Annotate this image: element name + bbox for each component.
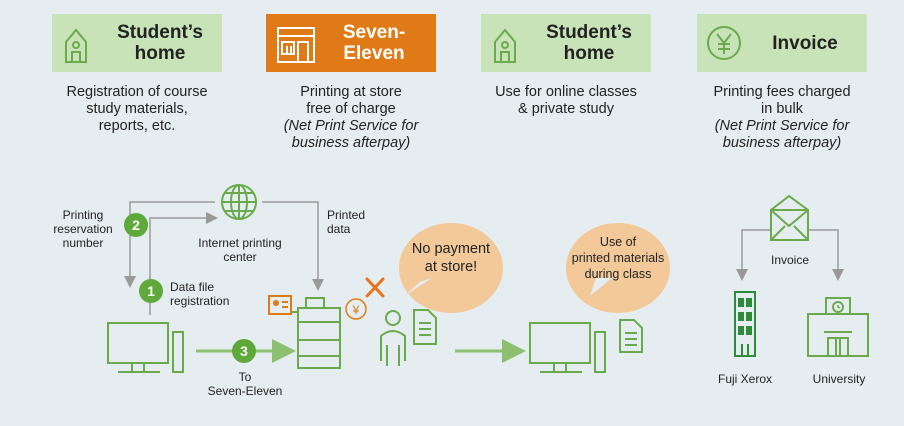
data-file-registration-label: Data file registration (170, 280, 230, 308)
document-icon (619, 319, 643, 353)
fuji-xerox-label: Fuji Xerox (717, 372, 773, 386)
use-printed-materials-text: Use of printed materials during class (571, 235, 665, 281)
no-payment-text: No payment at store! (411, 241, 491, 275)
desc-line: & private study (518, 101, 614, 117)
person-icon (380, 310, 406, 366)
desc-line-italic: (Net Print Service for (714, 118, 850, 134)
yen-symbol: ¥ (352, 303, 360, 317)
document-icon (413, 309, 437, 345)
card-title: Seven- Eleven (342, 22, 406, 64)
step-3-badge: 3 (232, 339, 256, 363)
desc-line: Printing at store (300, 84, 402, 100)
desc-line: Use for online classes (495, 84, 637, 100)
column-description: Printing at store free of charge (Net Pr… (256, 84, 446, 152)
desc-line: reports, etc. (98, 118, 176, 134)
step-number: 3 (240, 343, 248, 359)
desc-line-italic: business afterpay) (291, 135, 411, 151)
card-title: Student’s home (546, 22, 632, 64)
card-students-home-1: Student’s home (52, 14, 222, 72)
line-globe-to-printer (262, 201, 324, 291)
invoice-label: Invoice (770, 253, 810, 267)
envelope-icon (770, 194, 809, 241)
copier-icon (290, 297, 341, 369)
line-globe-to-reservation (124, 201, 215, 288)
office-building-icon (734, 291, 756, 357)
yen-coin-icon: ¥ (345, 298, 367, 320)
printing-reservation-label: Printing reservation number (53, 208, 113, 250)
computer-icon (529, 322, 606, 373)
house-icon (494, 28, 516, 63)
card-invoice: Invoice (697, 14, 867, 72)
card-students-home-2: Student’s home (481, 14, 651, 72)
computer-icon (107, 322, 184, 373)
university-building-icon (807, 297, 869, 357)
column-description: Registration of course study materials, … (42, 84, 232, 135)
yen-icon (707, 26, 741, 60)
speech-bubble-use-printed (565, 223, 670, 313)
card-title: Invoice (772, 32, 838, 54)
university-label: University (812, 372, 866, 386)
step-1-badge: 1 (139, 279, 163, 303)
desc-line: free of charge (306, 101, 396, 117)
column-description: Printing fees charged in bulk (Net Print… (687, 84, 877, 152)
id-card-icon (268, 295, 292, 315)
card-seven-eleven: Seven- Eleven (266, 14, 436, 72)
desc-line-italic: (Net Print Service for (283, 118, 419, 134)
globe-icon (221, 184, 257, 220)
printed-data-label: Printed data (327, 208, 366, 236)
desc-line: in bulk (761, 101, 803, 117)
house-icon (65, 28, 87, 63)
desc-line-italic: business afterpay) (722, 135, 842, 151)
card-title: Student’s home (117, 22, 203, 64)
line-invoice-branch (736, 229, 771, 281)
step-number: 1 (147, 283, 155, 299)
desc-line: Registration of course (66, 84, 208, 100)
internet-printing-center-label: Internet printing center (198, 236, 282, 264)
desc-line: study materials, (86, 101, 188, 117)
step-2-badge: 2 (124, 213, 148, 237)
column-description: Use for online classes & private study (471, 84, 661, 118)
step-number: 2 (132, 217, 140, 233)
to-seven-eleven-label: To Seven-Eleven (207, 370, 283, 398)
desc-line: Printing fees charged (713, 84, 851, 100)
speech-bubble-no-payment (398, 223, 503, 313)
store-icon (277, 27, 315, 63)
cross-mark-icon (365, 277, 385, 298)
line-invoice-branch (808, 229, 844, 281)
